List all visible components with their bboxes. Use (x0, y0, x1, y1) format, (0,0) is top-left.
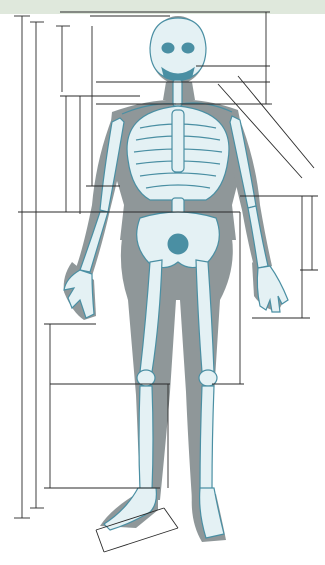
pelvic-opening (168, 234, 188, 254)
eye-socket-right (182, 43, 194, 53)
sternum (172, 110, 184, 172)
hand-right (257, 266, 288, 312)
cervical-spine (173, 80, 182, 106)
tibia-left (139, 386, 153, 490)
skull (150, 18, 206, 80)
tibia-right (200, 386, 214, 490)
eye-socket-left (162, 43, 174, 53)
